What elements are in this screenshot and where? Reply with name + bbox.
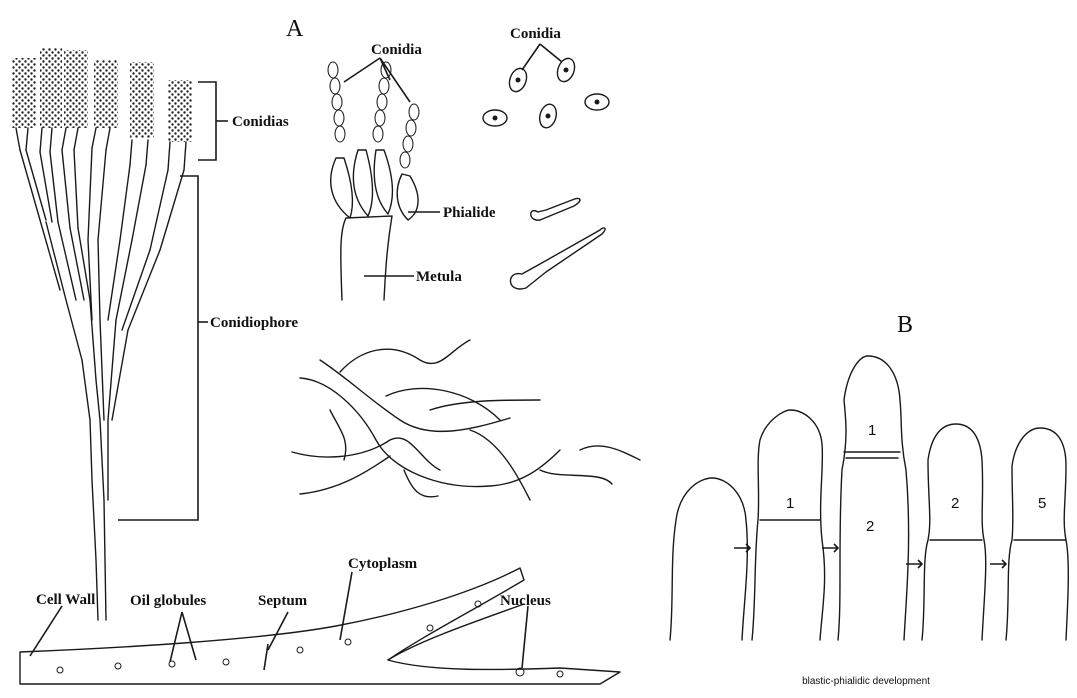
stage4-number: 5 [1038, 495, 1046, 512]
free-conidia-drawing [483, 56, 609, 289]
development-caption: blastic-phialidic development [802, 676, 930, 687]
label-cell-wall: Cell Wall [36, 592, 95, 608]
label-conidias: Conidias [232, 114, 289, 130]
conidia-chains [12, 48, 192, 142]
stage2-bottom-number: 2 [866, 518, 874, 535]
hypha-drawing [20, 568, 620, 684]
label-nucleus: Nucleus [500, 593, 551, 609]
label-metula: Metula [416, 269, 462, 285]
label-cytoplasm: Cytoplasm [348, 556, 418, 572]
stage3-number: 2 [951, 495, 959, 512]
label-conidia-detail: Conidia [371, 42, 422, 58]
mycelium-network-drawing [292, 340, 640, 500]
stage2-top-number: 1 [868, 422, 876, 439]
stage0-hypha [670, 478, 747, 640]
panel-label-b: B [897, 312, 913, 338]
conidias-bracket [198, 82, 216, 160]
stage1-number: 1 [786, 495, 794, 512]
phialide-metula-drawing [328, 62, 419, 300]
label-oil-globules: Oil globules [130, 593, 206, 609]
label-phialide: Phialide [443, 205, 496, 221]
conidiophore-bracket [118, 176, 198, 520]
label-septum: Septum [258, 593, 308, 609]
penicillium-brush-drawing [12, 48, 192, 620]
label-conidia-free: Conidia [510, 26, 561, 42]
label-conidiophore: Conidiophore [210, 315, 298, 331]
panel-label-a: A [286, 16, 304, 42]
development-stages-drawing [670, 356, 1068, 640]
